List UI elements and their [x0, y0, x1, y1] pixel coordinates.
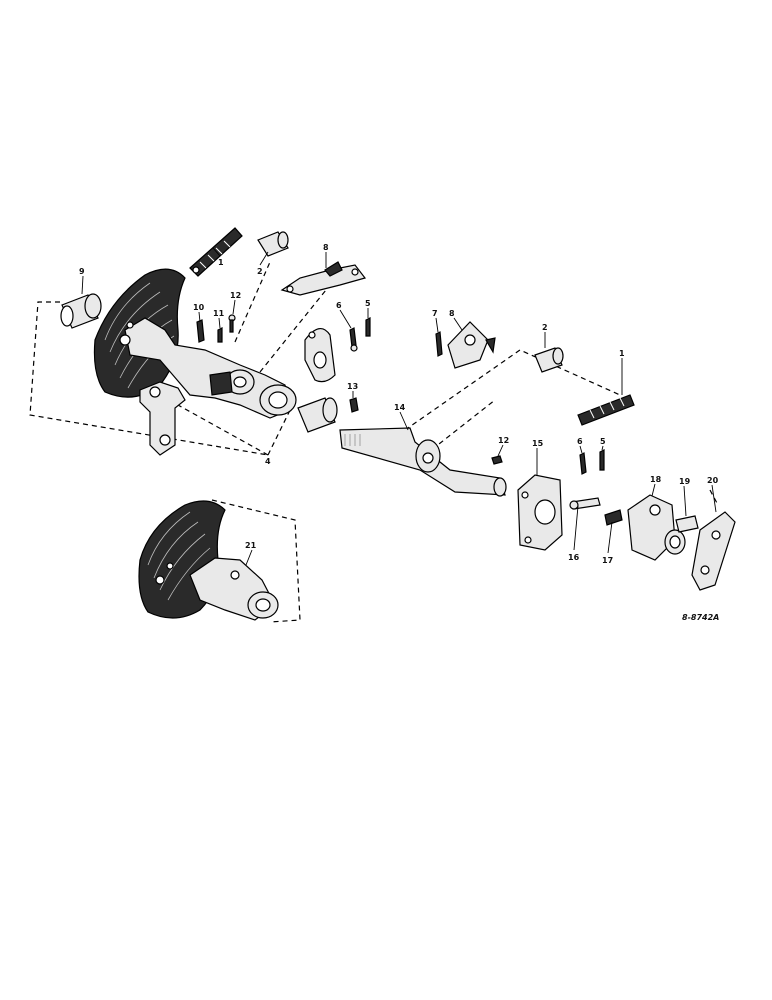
bracket-part-18	[627, 494, 686, 561]
bushing-part-9	[60, 293, 102, 329]
callout-7: 7	[432, 309, 438, 318]
callout-5b: 5	[600, 437, 606, 446]
drawing-number: 8-8742A	[682, 613, 719, 622]
callout-9: 9	[79, 267, 85, 276]
spring-part-17	[604, 509, 623, 526]
callout-13: 13	[347, 382, 358, 391]
callout-5: 5	[365, 299, 371, 308]
callout-2b: 2	[542, 323, 548, 332]
main-shaft-part-14	[339, 427, 507, 497]
callout-18: 18	[650, 475, 662, 484]
callout-10: 10	[193, 303, 205, 312]
callout-20: 20	[707, 476, 719, 485]
callout-labels: 9 1 2 8 10 11 12 6 5 4 13 7 8 2 1 14 12 …	[79, 243, 719, 565]
callout-8b: 8	[449, 309, 455, 318]
callout-15: 15	[532, 439, 544, 448]
pin-part-7	[435, 331, 443, 357]
callout-1b: 1	[619, 349, 625, 358]
block-part-15	[517, 474, 563, 551]
lower-disc-hub-part-21	[138, 500, 279, 621]
callout-17: 17	[602, 556, 613, 565]
callout-1: 1	[218, 258, 224, 267]
pin-part-2-upper	[257, 231, 289, 257]
callout-8: 8	[323, 243, 329, 252]
bracket-part-8-mid	[447, 321, 496, 369]
pin-part-12-lower	[491, 455, 503, 465]
callout-14: 14	[394, 403, 406, 412]
callout-6b: 6	[577, 437, 583, 446]
small-pins-right	[579, 449, 605, 475]
callout-16: 16	[568, 553, 580, 562]
callout-21: 21	[245, 541, 257, 550]
lever-part-8-upper	[280, 261, 367, 296]
callout-12b: 12	[498, 436, 509, 445]
gasket-part-20	[691, 511, 736, 591]
callout-19: 19	[679, 477, 691, 486]
callout-12: 12	[230, 291, 241, 300]
clamp-part-4	[304, 328, 336, 383]
leader-lines	[81, 247, 717, 566]
pin-part-13	[349, 397, 359, 413]
callout-4: 4	[265, 457, 271, 466]
lower-bracket-left	[139, 381, 186, 456]
callout-11: 11	[213, 309, 225, 318]
bolt-part-19	[675, 515, 699, 533]
small-pins-upper	[196, 314, 236, 343]
bushing-mid	[297, 397, 338, 433]
pin-part-2-right	[534, 347, 564, 373]
callout-2: 2	[257, 267, 263, 276]
small-pins-mid-upper	[349, 317, 371, 352]
spring-part-1-right	[577, 394, 635, 426]
left-disc-hub-assembly	[93, 268, 297, 419]
assembly-dashed-lines	[29, 261, 719, 623]
bolt-part-16	[569, 497, 601, 510]
callout-6: 6	[336, 301, 342, 310]
